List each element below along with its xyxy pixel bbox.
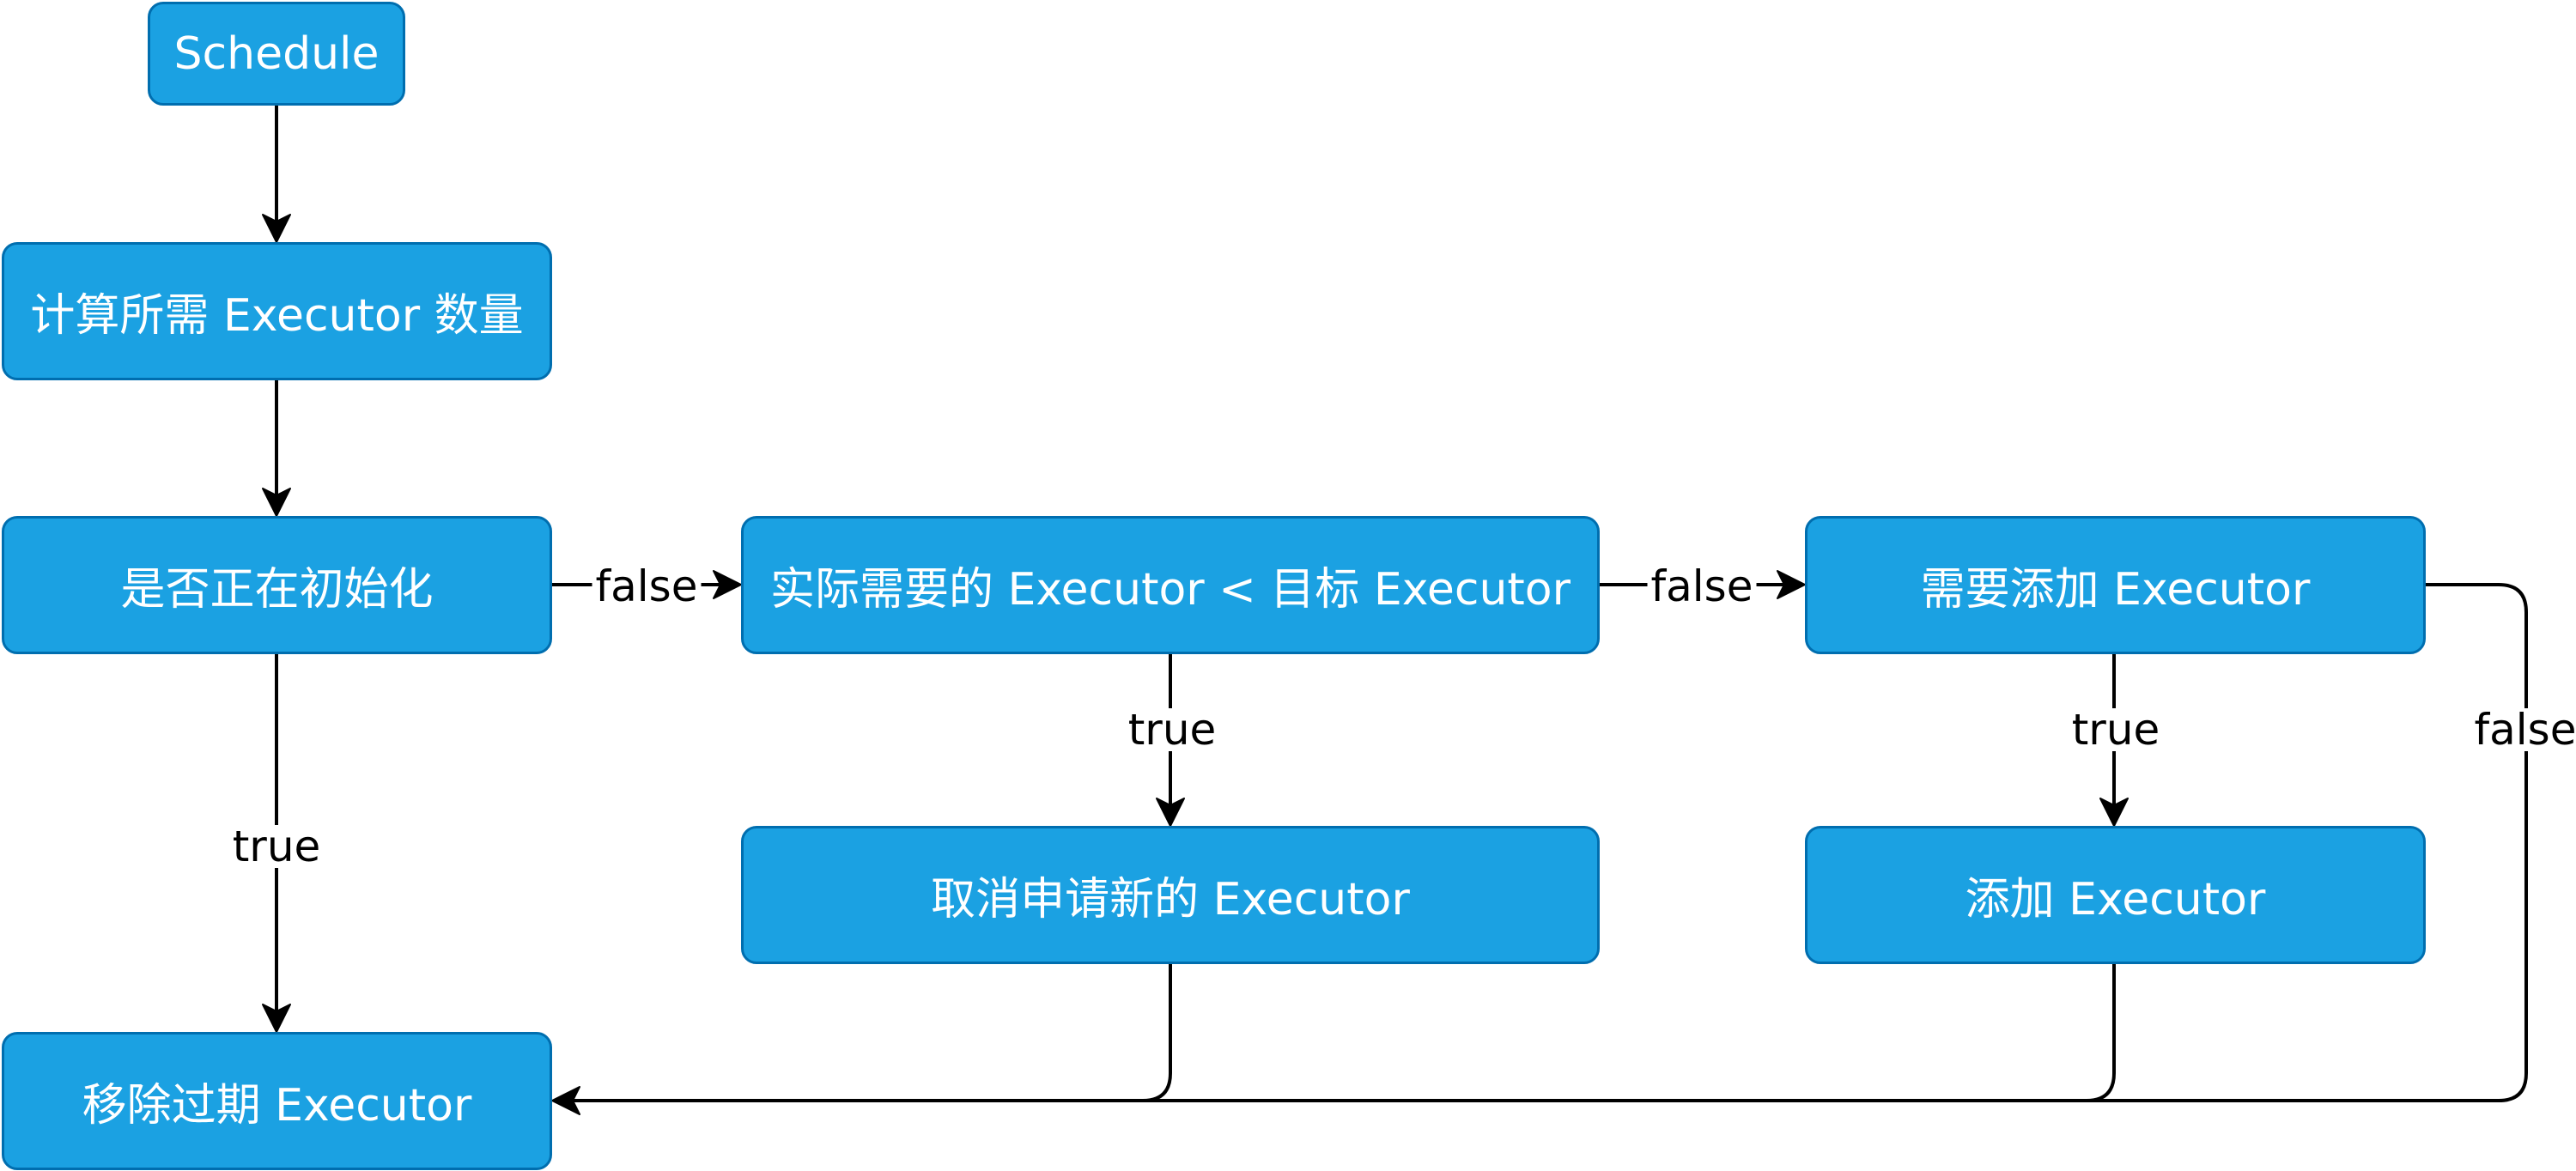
- node-compute-executor-count: 计算所需 Executor 数量: [2, 242, 552, 380]
- arrowhead: [2099, 798, 2129, 827]
- edge-label-needadd-false: false: [2470, 708, 2576, 751]
- edge-label-init-true: true: [228, 825, 325, 868]
- arrowhead: [1777, 570, 1806, 599]
- node-remove-expired-executor: 移除过期 Executor: [2, 1032, 552, 1170]
- node-cancel-new-executor: 取消申请新的 Executor: [741, 826, 1600, 964]
- node-add-executor: 添加 Executor: [1805, 826, 2426, 964]
- edge-label-compare-true: true: [1124, 708, 1220, 751]
- edge-add-remove: [2086, 964, 2116, 1102]
- node-need-add-executor: 需要添加 Executor: [1805, 516, 2426, 654]
- edge-label-init-false: false: [592, 565, 702, 608]
- edge-label-needadd-true: true: [2068, 708, 2164, 751]
- arrowhead: [262, 488, 291, 517]
- edge-label-compare-false: false: [1647, 565, 1757, 608]
- node-is-initializing: 是否正在初始化: [2, 516, 552, 654]
- arrowhead: [262, 1004, 291, 1033]
- edge-needadd-remove: [567, 583, 2528, 1102]
- arrowhead: [713, 570, 742, 599]
- edge-cancel-remove: [1142, 964, 1172, 1102]
- node-compare-executors: 实际需要的 Executor < 目标 Executor: [741, 516, 1600, 654]
- arrowhead: [262, 214, 291, 243]
- arrowhead: [551, 1086, 580, 1115]
- arrowhead: [1156, 798, 1185, 827]
- node-schedule: Schedule: [148, 2, 405, 106]
